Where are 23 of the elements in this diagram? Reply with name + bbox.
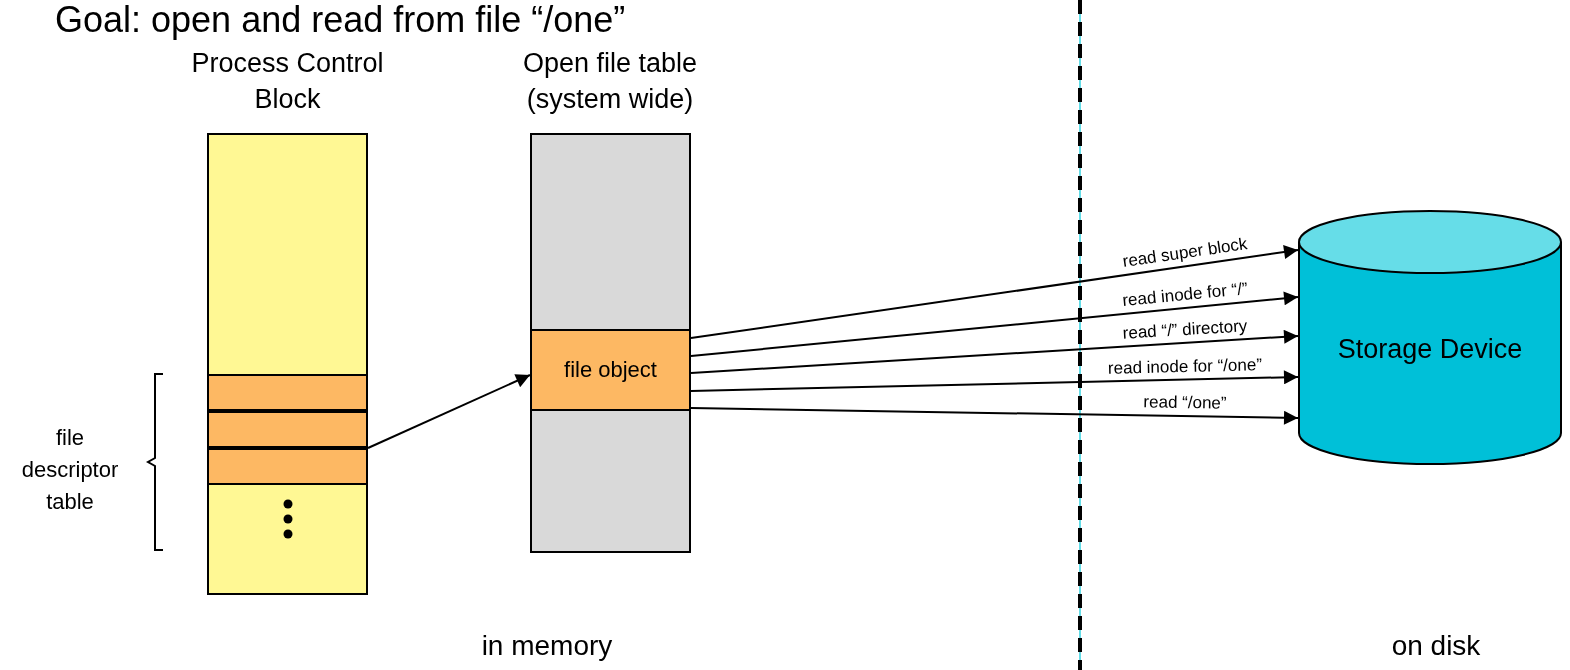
- storage-label: Storage Device: [1336, 333, 1524, 366]
- arrow: [690, 245, 1299, 339]
- region-label: in memory: [480, 629, 614, 663]
- table-slot: [207, 448, 368, 485]
- edge-label: read “/one”: [1142, 391, 1228, 415]
- table-slot: [207, 374, 368, 411]
- file-object-box: file object: [530, 329, 691, 411]
- arrow: [367, 374, 531, 449]
- table-slot: [207, 411, 368, 448]
- bracket-label: file descriptor table: [20, 424, 120, 516]
- column-heading: Open file table (system wide): [521, 47, 699, 116]
- edge-label: read super block: [1120, 233, 1250, 274]
- region-label: on disk: [1390, 629, 1482, 663]
- arrow: [690, 407, 1299, 425]
- column-heading: Process Control Block: [190, 47, 385, 116]
- storage-cylinder: [1298, 210, 1562, 465]
- diagram-title: Goal: open and read from file “/one”: [55, 0, 626, 40]
- arrow: [690, 370, 1299, 392]
- arrow: [690, 329, 1299, 374]
- edge-label: read inode for “/”: [1120, 277, 1250, 312]
- edge-label: read inode for “/one”: [1106, 354, 1264, 379]
- edge-label: read “/” directory: [1121, 315, 1249, 345]
- arrow: [690, 291, 1299, 357]
